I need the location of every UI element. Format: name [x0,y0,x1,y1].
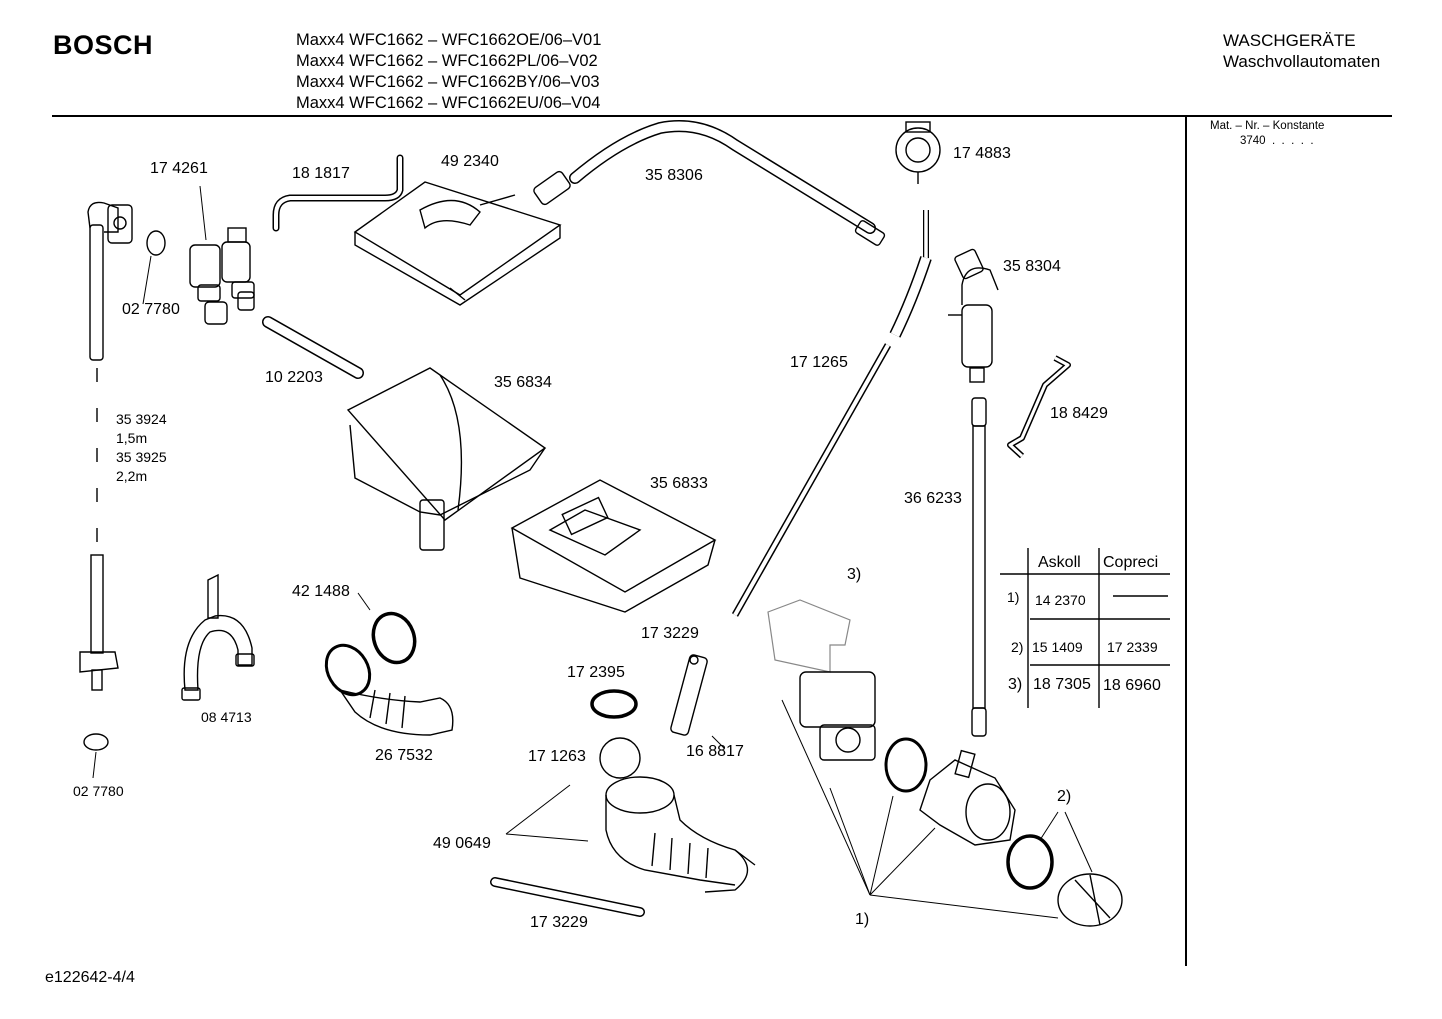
model-line-1: Maxx4 WFC1662 – WFC1662OE/06–V01 [296,31,602,49]
part-label: 02 7780 [122,301,180,318]
reference-note: 1) [855,911,870,928]
part-label: 08 4713 [201,709,252,725]
part-label: 35 8306 [645,167,703,184]
part-label: 17 4883 [953,145,1011,162]
part-label: 17 3229 [530,914,588,931]
table-cell: 17 2339 [1107,639,1158,655]
table-row-key: 3) [1008,676,1023,693]
part-label: 49 0649 [433,835,491,852]
sump-hose [505,776,756,893]
drain-pump-assembly [767,599,1123,927]
table-cell: 14 2370 [1035,592,1086,608]
table-row-key: 1) [1007,589,1020,605]
inlet-hose [79,201,133,691]
dispenser-housing [346,367,547,551]
reference-leaders [781,699,1093,919]
dispenser-cover [353,181,562,306]
seal-ring-upper [146,230,166,256]
air-chamber [948,248,999,383]
reference-note: 2) [1057,788,1072,805]
category-title: WASCHGERÄTE [1223,31,1356,50]
siphon-084713 [181,573,255,701]
part-label: 10 2203 [265,369,323,386]
part-label: 18 1817 [292,165,350,182]
ball-171263 [599,737,641,779]
table-header-copreci: Copreci [1103,554,1159,571]
part-label: 35 3924 [116,411,167,427]
part-label: 35 8304 [1003,258,1061,275]
model-line-4: Maxx4 WFC1662 – WFC1662EU/06–V04 [296,94,601,112]
hose-366233 [971,397,987,737]
seal-421488 [371,611,417,665]
table-cell: 15 1409 [1032,639,1083,655]
part-label: 17 1265 [790,354,848,371]
table-cell: 18 6960 [1103,677,1161,694]
seal-172395 [590,689,638,719]
category-subtitle: Waschvollautomaten [1223,52,1381,71]
mat-nr-label: Mat. – Nr. – Konstante [1210,120,1325,132]
table-row-key: 2) [1011,639,1024,655]
part-label: 42 1488 [292,583,350,600]
model-line-2: Maxx4 WFC1662 – WFC1662PL/06–V02 [296,52,598,70]
heater-sensor [670,654,725,749]
part-label: 26 7532 [375,747,433,764]
part-label: 02 7780 [73,783,124,799]
hose-length: 2,2m [116,468,148,484]
part-label: 16 8817 [686,743,744,760]
mat-nr-value: 3740 . . . . . [1240,135,1314,147]
part-label: 49 2340 [441,153,499,170]
detergent-drawer [510,479,717,613]
pressure-switch [895,121,941,184]
part-label: 17 4261 [150,160,208,177]
brand-logo: BOSCH [53,30,154,60]
pump-table-grid [1000,548,1170,708]
part-label: 35 6833 [650,475,708,492]
model-line-3: Maxx4 WFC1662 – WFC1662BY/06–V03 [296,73,600,91]
part-label: 17 3229 [641,625,699,642]
part-label: 35 3925 [116,449,167,465]
hose-length: 1,5m [116,430,148,446]
part-label: 35 6834 [494,374,552,391]
part-label: 17 2395 [567,664,625,681]
hose-358306 [533,120,886,246]
drawing-code: e122642-4/4 [45,969,135,986]
inlet-valve [189,185,255,325]
table-header-askoll: Askoll [1038,554,1081,571]
table-cell: 18 7305 [1033,676,1091,693]
reference-note: 3) [847,566,862,583]
part-label: 18 8429 [1050,405,1108,422]
bellows-hose [324,643,454,736]
seal-ring-lower [83,733,109,751]
part-label: 36 6233 [904,490,962,507]
pressure-hose [731,210,932,617]
part-label: 17 1263 [528,748,586,765]
